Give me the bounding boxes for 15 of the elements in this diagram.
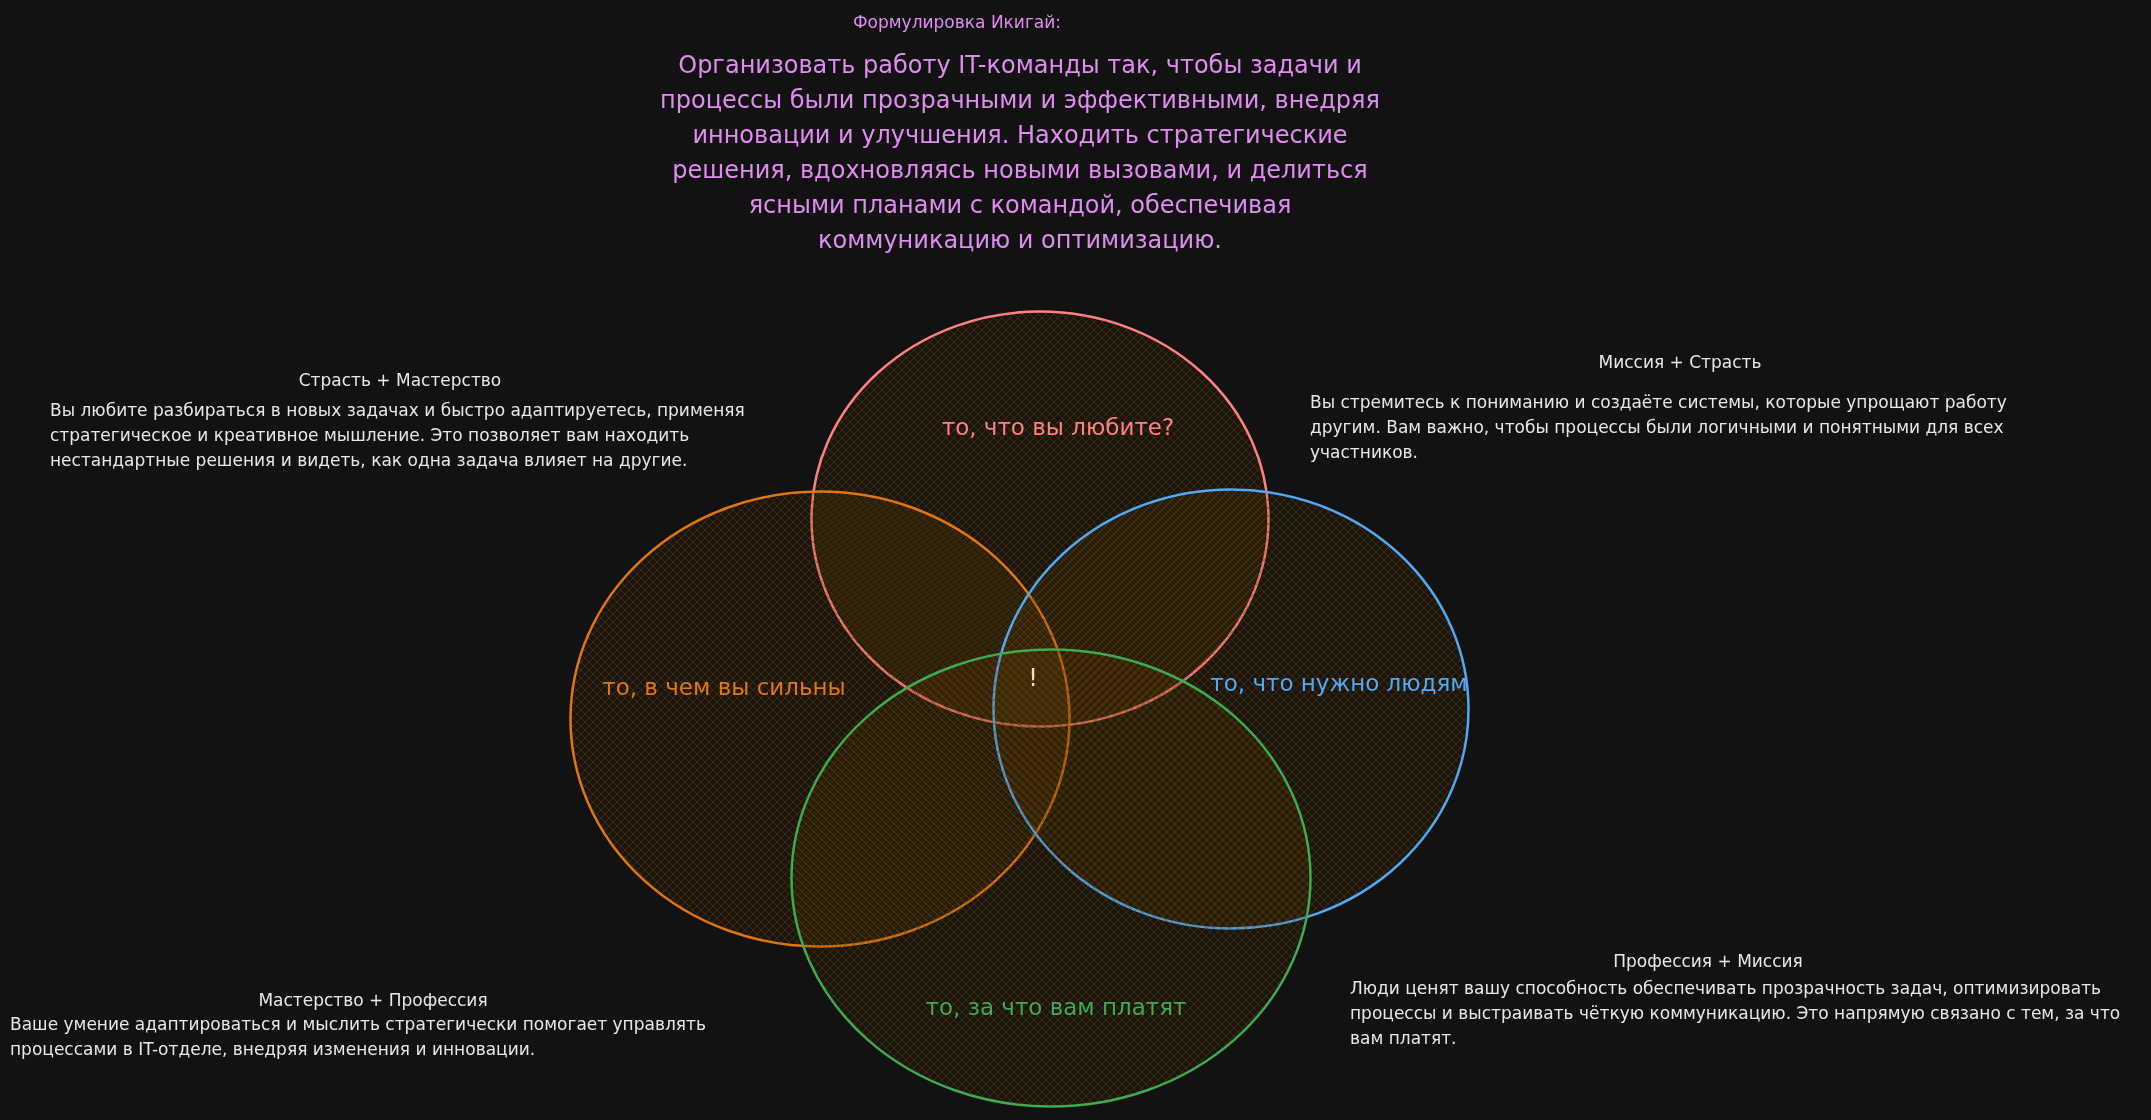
description-text: Вы любите разбираться в новых задачах и быстро адаптируетесь, применяя стратегическое и креативное мышление. Это позволяет вам находить нестандартные решения и видеть, как одна задача влияет на другие. [50, 399, 746, 472]
description-text: Люди ценят вашу способность обеспечивать прозрачность задач, оптимизировать процессы и выстраивать чёткую коммуникацию. Это напрямую связано с тем, за что вам платят. [1350, 977, 2122, 1050]
statement-text: Организовать работу IT-команды так, чтобы задачи и процессы были прозрачными и эффективными, внедряя инновации и улучшения. Находить стратегические решения, вдохновляясь новыми вызовами, и делиться ясными планами с командой, обеспечивая коммуникацию и оптимизацию. [660, 50, 1380, 256]
section-heading: Профессия + Миссия [1612, 950, 1804, 973]
set-label: то, в чем вы сильны [602, 674, 846, 700]
set-label: то, за что вам платят [925, 994, 1187, 1020]
description-text: Вы стремитесь к пониманию и создаёте системы, которые упрощают работу другим. Вам важно, чтобы процессы были логичными и понятными для всех участников. [1310, 391, 2008, 464]
section-heading: Миссия + Страсть [1597, 351, 1763, 374]
center-mark: ! [1027, 666, 1039, 691]
heading: Формулировка Икигай: [852, 12, 1062, 32]
section-heading: Мастерство + Профессия [257, 989, 489, 1012]
section-heading: Страсть + Мастерство [297, 369, 503, 392]
set-label: то, что нужно людям [1210, 670, 1468, 696]
description-text: Ваше умение адаптироваться и мыслить стратегически помогает управлять процессами в IT-отделе, внедряя изменения и инновации. [10, 1013, 707, 1061]
set-label: то, что вы любите? [941, 414, 1175, 440]
